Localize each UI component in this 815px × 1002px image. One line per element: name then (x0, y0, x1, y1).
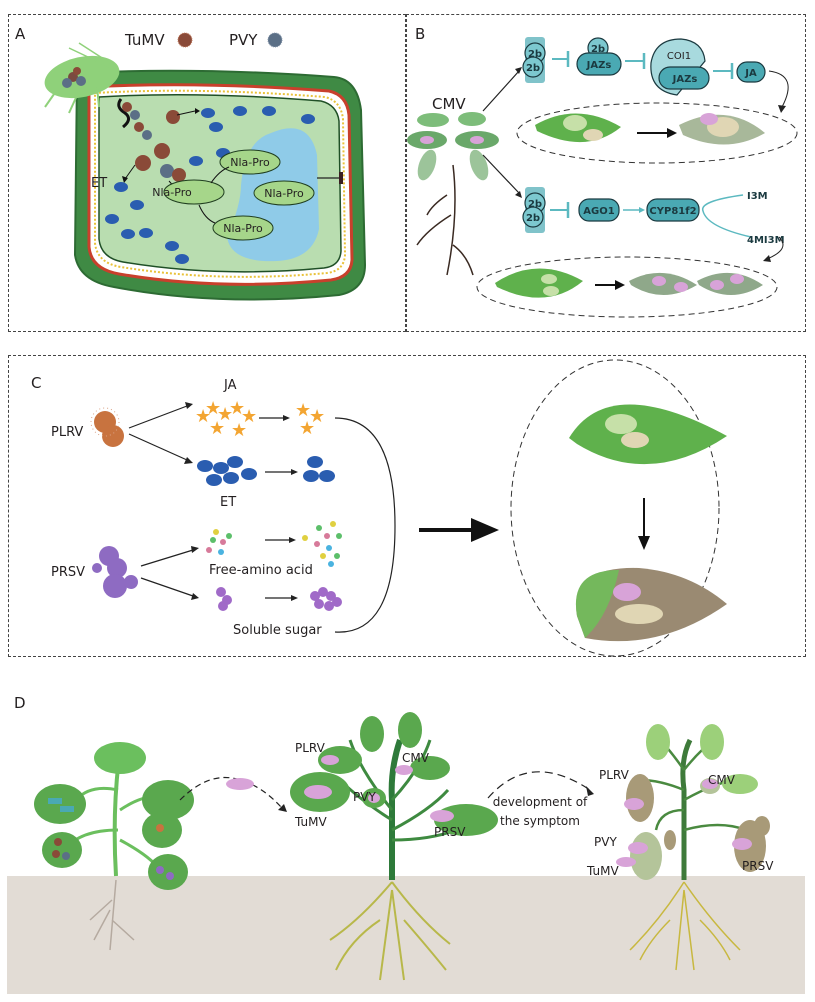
panel-b-label: B (415, 25, 426, 43)
pvy-virion-icon (267, 32, 283, 48)
nla-pro-label: Nla-Pro (230, 156, 270, 169)
svg-text:★: ★ (241, 406, 257, 427)
soluble-sugar-label: Soluble sugar (233, 623, 322, 638)
jazs-label: JAZs (586, 60, 612, 71)
symptom-cmv-label: CMV (708, 773, 736, 787)
amino-acid-dots (206, 521, 342, 567)
big-arrow-icon (471, 518, 499, 542)
protein-2b-label: 2b (528, 199, 542, 210)
svg-text:★: ★ (309, 406, 325, 427)
healthy-prsv-label: PRSV (434, 825, 466, 839)
symptom-tumv-label: TuMV (586, 864, 619, 878)
aphid-icon (44, 42, 130, 129)
bottom-leaf-comparison (476, 256, 778, 318)
panel-c: PLRV JA ★★★★★ ★★ ★★★ ET PRSV (8, 355, 806, 657)
aphid-vector-icon (226, 778, 254, 790)
healthy-tumv-label: TuMV (294, 815, 327, 829)
healthy-cmv-label: CMV (402, 751, 430, 765)
panel-b-art: CMV 2b 2b 2b JAZs COI1 JAZs JA (407, 37, 798, 318)
development-label-line1: development of (493, 795, 588, 809)
plrv-virion-icon (90, 407, 124, 447)
prsv-label: PRSV (51, 565, 85, 580)
plrv-label: PLRV (51, 425, 83, 440)
symptom-prsv-label: PRSV (742, 859, 774, 873)
panel-c-label: C (31, 374, 42, 392)
nla-pro-label: Nla-Pro (264, 187, 304, 200)
svg-text:★: ★ (229, 398, 245, 419)
protein-2b-label: 2b (528, 49, 542, 60)
coi1-label: COI1 (667, 51, 691, 62)
panel-d-art: PLRV CMV PVY TuMV PRSV development of th… (34, 712, 774, 981)
ja-label: JA (223, 378, 237, 393)
i3m-label: I3M (747, 191, 768, 202)
svg-text:★: ★ (209, 418, 225, 439)
panel-d: PLRV CMV PVY TuMV PRSV development of th… (0, 680, 815, 1002)
nla-pro-label: Nla-Pro (223, 222, 263, 235)
healthy-pvy-label: PVY (353, 790, 376, 804)
ago1-label: AGO1 (583, 206, 614, 217)
nla-pro-protease (163, 149, 315, 241)
panel-c-art: PLRV JA ★★★★★ ★★ ★★★ ET PRSV (51, 359, 727, 657)
et-molecules (197, 456, 335, 486)
soluble-sugar-dots (216, 587, 342, 611)
svg-text:★: ★ (299, 418, 315, 439)
down-arrow-icon (638, 536, 650, 550)
panel-b: CMV 2b 2b 2b JAZs COI1 JAZs JA (406, 14, 806, 332)
ja-stars: ★★★★★ ★★ ★★★ (195, 398, 325, 441)
cmv-label: CMV (432, 95, 466, 113)
cyp81f2-label: CYP81f2 (649, 206, 696, 217)
4mi3m-label: 4MI3M (747, 235, 785, 246)
svg-text:★: ★ (217, 404, 233, 425)
svg-text:★: ★ (231, 420, 247, 441)
panel-a: Nla-Pro Nla-Pro Nla-Pro Nla-Pro ET TuMV … (8, 14, 406, 332)
prsv-virion-icon (92, 546, 138, 598)
development-label-line2: the symptom (500, 814, 580, 828)
svg-text:★: ★ (205, 398, 221, 419)
virion-cluster (122, 102, 186, 182)
symptomatic-plant (616, 724, 770, 971)
merge-bracket (334, 417, 396, 633)
complex-2b-label: 2b (591, 44, 605, 55)
nla-pro-label: Nla-Pro (152, 186, 192, 199)
legend-pvy-label: PVY (229, 31, 258, 49)
symptom-plrv-label: PLRV (599, 768, 630, 782)
svg-text:★: ★ (295, 400, 311, 421)
top-leaf-comparison (516, 102, 798, 164)
legend-tumv-label: TuMV (124, 31, 165, 49)
panel-a-label: A (15, 25, 26, 43)
healthy-plrv-label: PLRV (295, 741, 326, 755)
jazs-bound-label: JAZs (672, 74, 698, 85)
cmv-plant-icon (407, 112, 499, 276)
amino-acid-label: Free-amino acid (209, 563, 313, 578)
svg-text:★: ★ (195, 406, 211, 427)
panel-a-art: Nla-Pro Nla-Pro Nla-Pro Nla-Pro ET TuMV … (44, 31, 367, 301)
symptom-pvy-label: PVY (594, 835, 617, 849)
ethylene-molecules (105, 106, 315, 264)
et-label: ET (91, 176, 107, 191)
leaf-outcome-ellipse (510, 359, 720, 657)
protein-2b-label: 2b (526, 213, 540, 224)
tumv-virion-icon (177, 32, 193, 48)
soil-ground (7, 876, 805, 994)
healthy-plant (290, 712, 498, 981)
protein-2b-label: 2b (526, 63, 540, 74)
et-label: ET (220, 495, 236, 510)
infected-source-plant (34, 742, 194, 951)
panel-d-label: D (14, 694, 26, 712)
ja-label: JA (744, 68, 757, 79)
